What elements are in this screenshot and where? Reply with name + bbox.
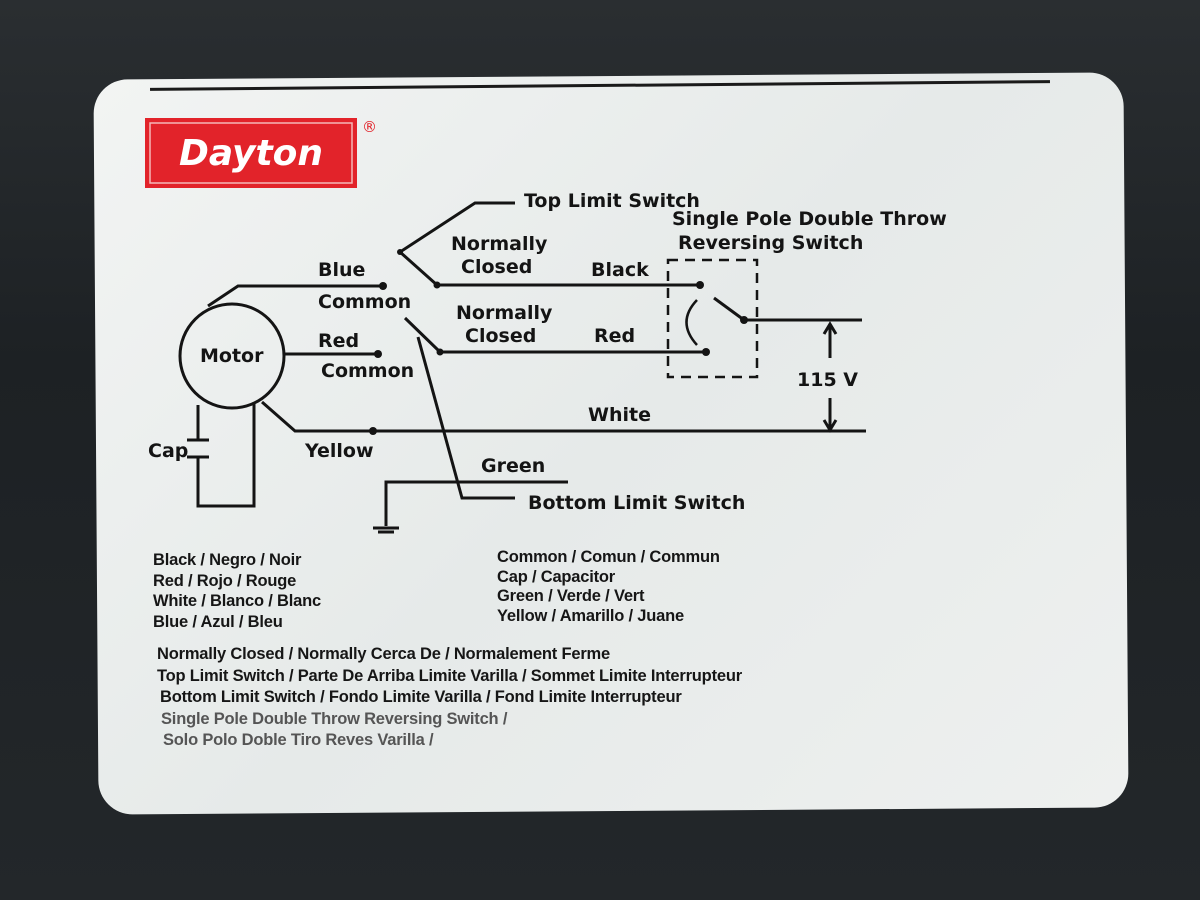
cap-label: Cap <box>148 440 188 462</box>
motor-symbol <box>178 302 286 410</box>
top-limit-switch-lead <box>397 201 515 287</box>
voltage-label: 115 V <box>797 369 858 391</box>
blue-label: Blue <box>318 259 365 281</box>
white-wire <box>261 400 866 433</box>
legend-line: Normally Closed / Normally Cerca De / No… <box>157 645 610 663</box>
black-label: Black <box>591 259 649 281</box>
red-wire-label: Red <box>594 325 635 347</box>
blue-wire <box>207 284 383 308</box>
spdt-label-2: Reversing Switch <box>678 232 863 254</box>
legend-line: Bottom Limit Switch / Fondo Limite Varil… <box>160 688 682 706</box>
bottom-limit-switch-lead <box>416 336 515 500</box>
nc-bottom-label-2: Closed <box>465 325 536 347</box>
legend-line: Single Pole Double Throw Reversing Switc… <box>161 709 508 728</box>
blue-common-label: Common <box>318 291 411 313</box>
legend-item: Common / Comun / Commun <box>497 548 720 566</box>
legend-translations: Normally Closed / Normally Cerca De / No… <box>157 644 742 752</box>
nc-bottom-label-1: Normally <box>456 302 553 324</box>
red-label: Red <box>318 330 359 352</box>
white-label: White <box>588 404 651 426</box>
legend-line: Top Limit Switch / Parte De Arriba Limit… <box>157 666 742 685</box>
bottom-limit-switch-label: Bottom Limit Switch <box>528 492 745 514</box>
green-label: Green <box>481 455 545 477</box>
legend-column-1: Black / Negro / Noir Red / Rojo / Rouge … <box>153 550 321 632</box>
green-wire <box>384 480 568 526</box>
dayton-logo-text: Dayton <box>179 133 323 174</box>
legend-item: White / Blanco / Blanc <box>153 592 321 610</box>
spdt-label-1: Single Pole Double Throw <box>672 208 947 230</box>
motor-label: Motor <box>200 345 264 367</box>
legend-item: Green / Verde / Vert <box>497 587 645 605</box>
red-nc-wire <box>403 316 706 354</box>
nc-top-label-2: Closed <box>461 256 532 278</box>
legend-item: Blue / Azul / Bleu <box>153 612 283 631</box>
red-common-label: Common <box>321 360 414 382</box>
yellow-label: Yellow <box>304 440 374 462</box>
legend-item: Cap / Capacitor <box>497 567 616 586</box>
legend-column-2: Common / Comun / Commun Cap / Capacitor … <box>497 548 720 626</box>
legend-item: Black / Negro / Noir <box>153 551 302 569</box>
nc-top-label-1: Normally <box>451 233 548 255</box>
legend-item: Yellow / Amarillo / Juane <box>497 606 684 625</box>
switch-blade <box>713 296 745 322</box>
legend-item: Red / Rojo / Rouge <box>153 571 297 590</box>
switch-throw-arrow-icon <box>685 299 698 346</box>
registered-mark: ® <box>362 118 377 136</box>
dayton-logo-box <box>145 118 357 188</box>
legend-line: Solo Polo Doble Tiro Reves Varilla / <box>163 731 434 749</box>
top-limit-switch-label: Top Limit Switch <box>524 190 700 212</box>
